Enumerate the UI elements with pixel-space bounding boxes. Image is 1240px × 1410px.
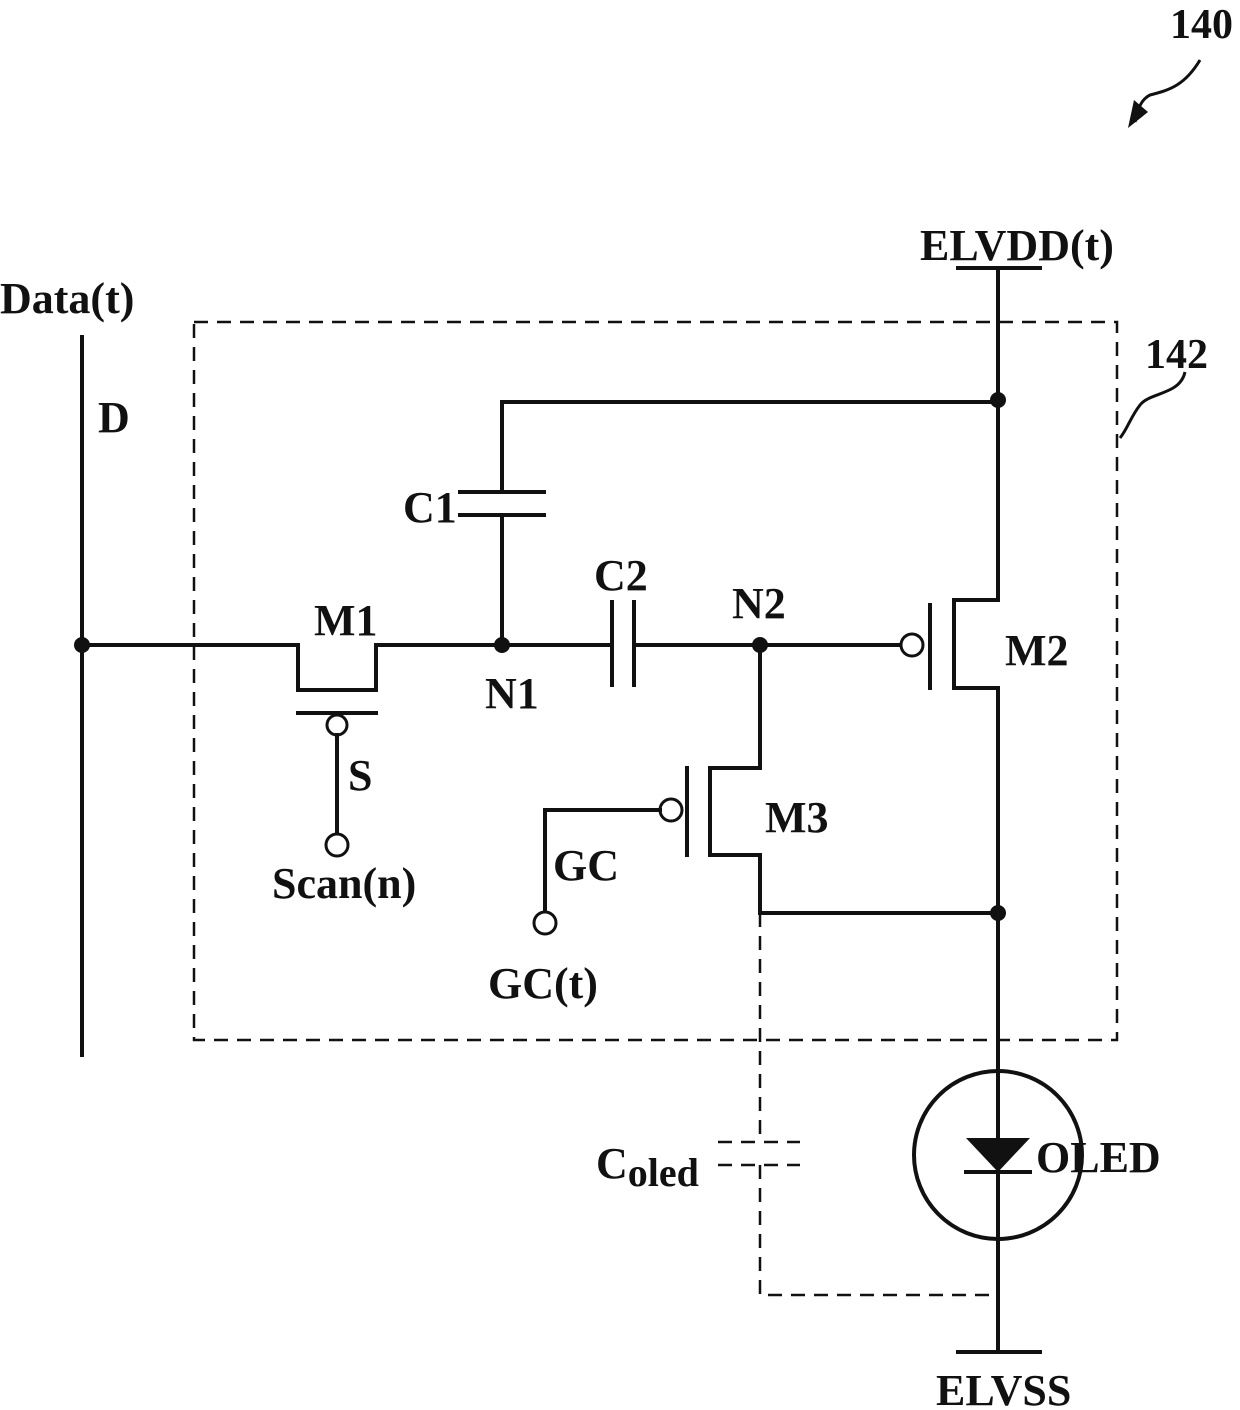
label-n1: N1	[485, 669, 539, 718]
label-elvss: ELVSS	[936, 1366, 1071, 1410]
label-n2: N2	[732, 579, 786, 628]
m1-transistor-channel	[298, 645, 376, 690]
label-coled: Coled	[596, 1139, 699, 1195]
m2-channel	[954, 600, 998, 688]
label-scan-gate: S	[348, 751, 372, 800]
pixel-block-boundary	[194, 322, 1117, 1040]
label-scan: Scan(n)	[272, 859, 416, 908]
oled-diode-symbol	[966, 1138, 1030, 1172]
label-gc: GC	[553, 841, 619, 890]
scan-terminal[interactable]	[326, 834, 348, 856]
label-data: Data(t)	[0, 274, 134, 323]
label-c1: C1	[403, 483, 457, 532]
label-m3: M3	[765, 793, 829, 842]
wire-m3-to-oled-anode	[760, 855, 998, 913]
m3-channel	[710, 768, 760, 855]
label-elvdd: ELVDD(t)	[920, 221, 1114, 270]
m1-gate-bubble	[327, 715, 347, 735]
label-ref-140: 140	[1170, 2, 1233, 48]
label-m2: M2	[1005, 626, 1069, 675]
label-coled-main: C	[596, 1139, 628, 1188]
ref-140-arrowhead	[1128, 100, 1148, 128]
m2-gate-bubble	[901, 634, 923, 656]
label-coled-sub: oled	[628, 1150, 699, 1195]
label-gc-input: GC(t)	[488, 959, 598, 1008]
label-c2: C2	[594, 551, 648, 600]
m3-gate-bubble	[660, 799, 682, 821]
label-m1: M1	[314, 596, 378, 645]
label-data-line: D	[98, 393, 130, 442]
ref-142-leader	[1120, 372, 1185, 438]
gc-terminal[interactable]	[534, 912, 556, 934]
label-ref-142: 142	[1145, 332, 1208, 378]
label-oled: OLED	[1036, 1133, 1161, 1182]
